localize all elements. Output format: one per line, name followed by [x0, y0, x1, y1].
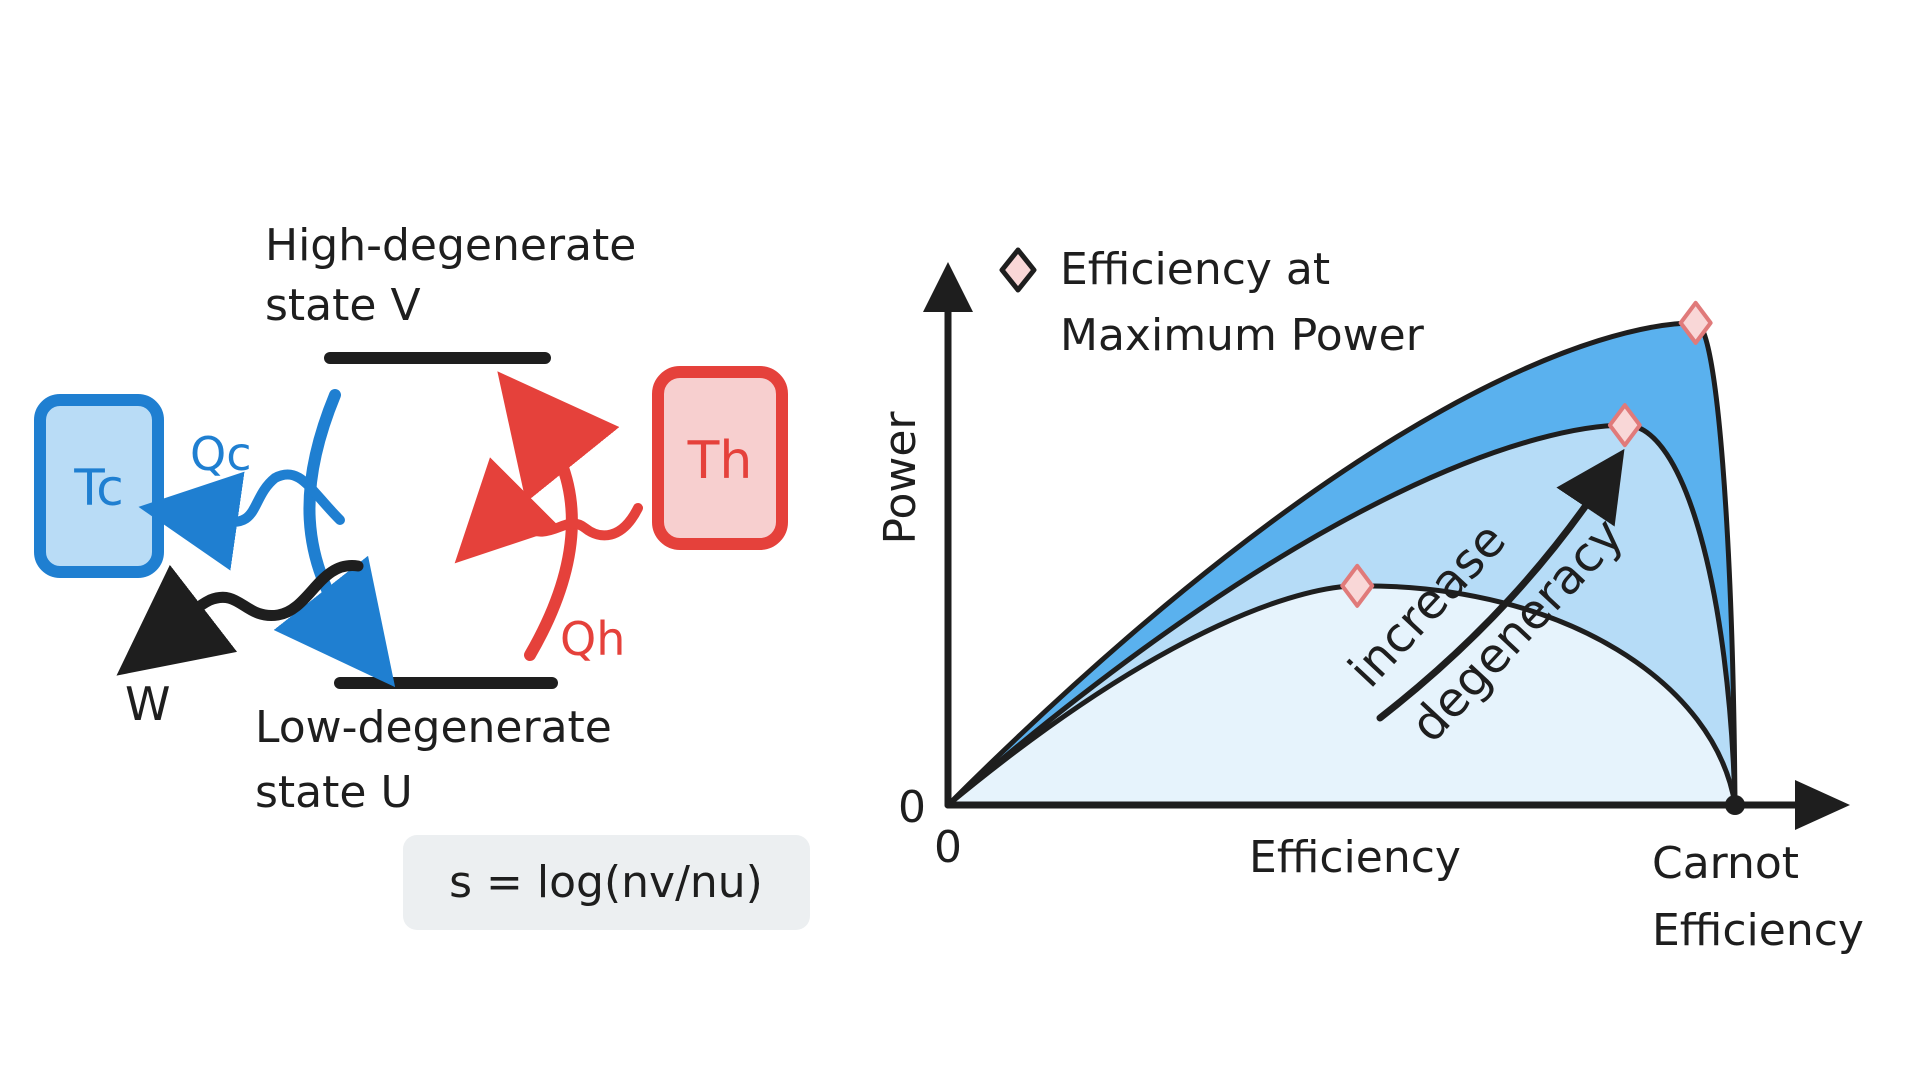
- chart-areas: [945, 320, 1738, 808]
- hot-heat-arrow: [454, 457, 643, 564]
- y-origin-label: 0: [898, 782, 926, 833]
- power-efficiency-chart: Power 0 0 Efficiency Carnot Efficiency E…: [875, 244, 1864, 956]
- legend-label-line2: Maximum Power: [1060, 310, 1425, 361]
- max-power-marker-1: [1340, 563, 1375, 608]
- formula-box: [403, 835, 810, 930]
- legend-label-line1: Efficiency at: [1060, 244, 1330, 295]
- low-state-label-line2: state U: [255, 767, 413, 818]
- cold-reservoir-label: Tc: [73, 459, 124, 517]
- legend-diamond-marker: [999, 247, 1037, 293]
- x-origin-label: 0: [934, 822, 962, 873]
- x-axis-arrowhead: [1795, 780, 1850, 830]
- work-arrow: [116, 560, 364, 676]
- high-state-label-line1: High-degenerate: [265, 220, 636, 271]
- cold-heat-label: Qc: [190, 427, 252, 481]
- y-axis-label: Power: [875, 411, 926, 545]
- y-axis-arrowhead: [923, 262, 973, 312]
- hot-heat-label: Qh: [560, 612, 625, 666]
- max-power-marker-2: [1607, 403, 1642, 448]
- carnot-point: [1725, 795, 1745, 815]
- carnot-label-line1: Carnot: [1652, 838, 1799, 889]
- chart-markers: [1340, 300, 1713, 608]
- cold-transition-arrow: [273, 389, 396, 688]
- engine-diagram: High-degenerate state V Low-degenerate s…: [34, 220, 810, 930]
- x-axis-label: Efficiency: [1249, 832, 1461, 883]
- max-power-marker-3: [1678, 300, 1713, 345]
- high-state-label-line2: state V: [265, 280, 421, 331]
- hot-reservoir-label: Th: [687, 431, 753, 491]
- carnot-label-line2: Efficiency: [1652, 905, 1864, 956]
- increase-degeneracy-arrow: [1376, 448, 1625, 722]
- cold-heat-arrow: [138, 469, 345, 571]
- low-state-label-line1: Low-degenerate: [255, 702, 612, 753]
- hot-reservoir-box: [652, 366, 788, 550]
- work-label: W: [125, 677, 170, 731]
- formula-text: s = log(nv/nu): [449, 857, 763, 908]
